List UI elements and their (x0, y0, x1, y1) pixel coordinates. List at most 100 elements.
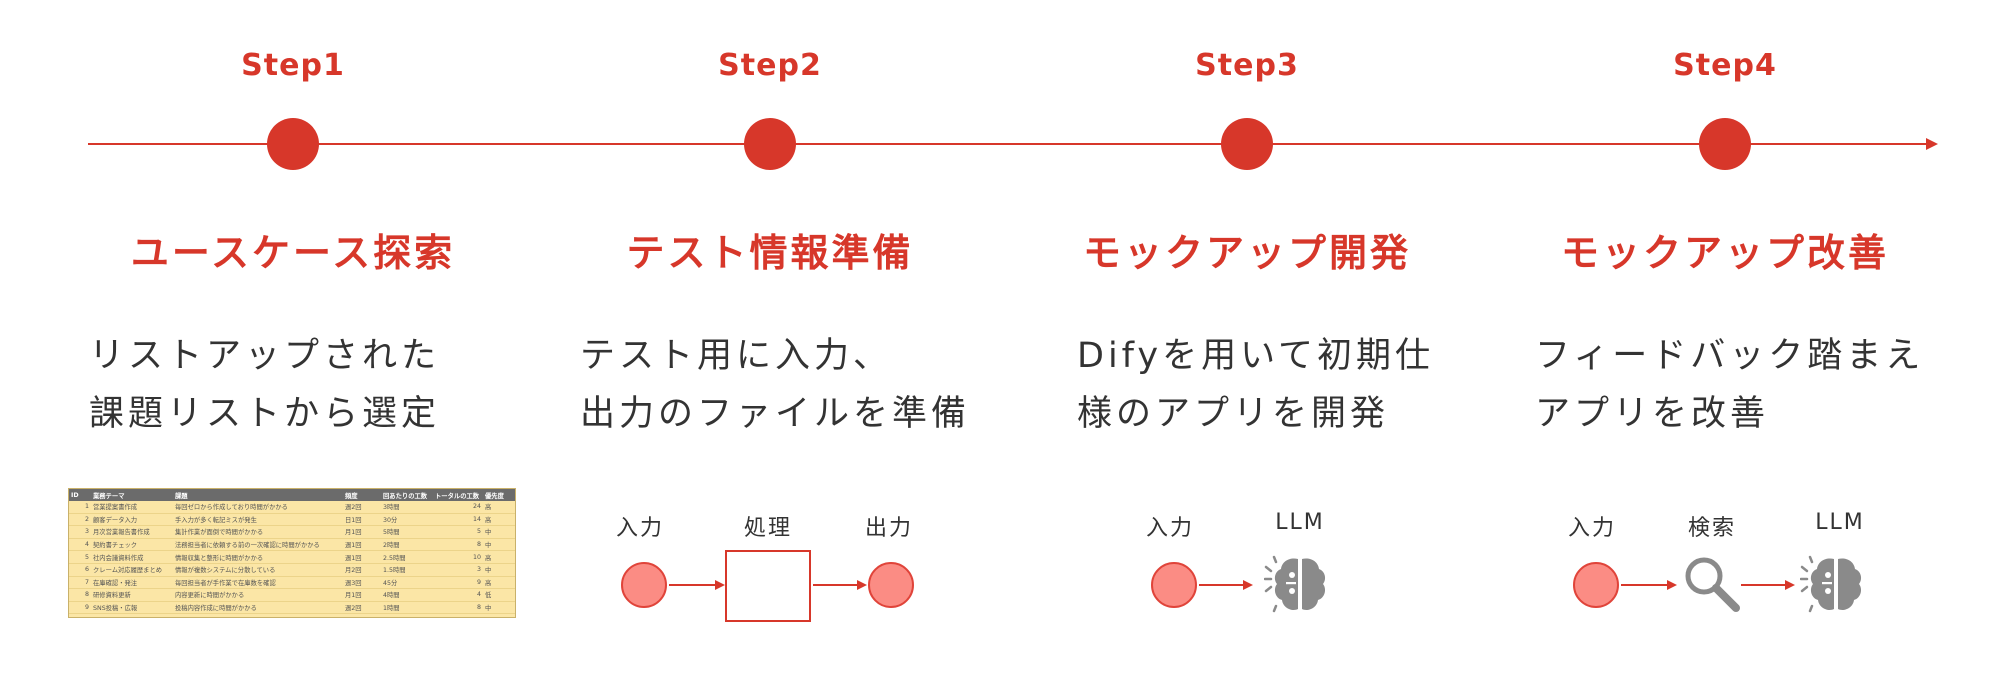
table-cell: 45分 (381, 576, 433, 590)
arrowhead (1785, 580, 1795, 590)
table-cell: 3 (433, 563, 483, 577)
step1-title: ユースケース探索 (130, 231, 456, 275)
step1-desc-line1: リストアップされた (89, 336, 441, 376)
step1-label: Step1 (241, 48, 345, 83)
table-cell: 中 (483, 538, 515, 552)
step2-output-node (868, 562, 914, 608)
table-cell: 情報が複数システムに分散している (173, 563, 343, 577)
table-cell: 月1回 (343, 525, 381, 539)
table-cell: 月2回 (343, 613, 381, 617)
step4-title: モックアップ改善 (1560, 231, 1889, 275)
step2-dot (744, 118, 796, 170)
table-cell: 中 (483, 613, 515, 617)
table-cell: 手入力が多く転記ミスが発生 (173, 513, 343, 527)
ai-brain-icon (1264, 555, 1326, 613)
table-cell: クレーム対応履歴まとめ (91, 563, 173, 577)
table-cell: 高 (483, 576, 515, 590)
step2-title: テスト情報準備 (626, 231, 914, 275)
step1-desc-line2: 課題リストから選定 (89, 394, 441, 434)
table-cell: 手動検索に依存しており漏れがある (173, 613, 343, 617)
table-row: 10市場動向調査手動検索に依存しており漏れがある月2回2時間4中 (69, 613, 515, 617)
table-cell: 高 (483, 550, 515, 564)
table-cell: 1 (69, 501, 91, 514)
table-cell: 4時間 (381, 588, 433, 602)
table-cell: 顧客データ入力 (91, 513, 173, 527)
table-header: ID (69, 489, 91, 501)
step3-input-node (1151, 562, 1197, 608)
table-cell: 6 (69, 563, 91, 577)
table-cell: 契約書チェック (91, 538, 173, 552)
table-cell: 内容更新に時間がかかる (173, 588, 343, 602)
step1-description: リストアップされた 課題リストから選定 (89, 327, 440, 443)
step4-input-label: 入力 (1567, 516, 1616, 541)
table-cell: 14 (433, 513, 483, 527)
table-cell: 9 (433, 576, 483, 590)
step3-input-label: 入力 (1145, 516, 1194, 541)
step2-input-node (621, 562, 667, 608)
table-cell: 中 (483, 563, 515, 577)
table-cell: 3時間 (381, 501, 433, 514)
table-cell: 月1回 (343, 588, 381, 602)
table-cell: 24 (433, 501, 483, 514)
table-cell: 10 (69, 613, 91, 617)
step4-desc-line2: アプリを改善 (1535, 394, 1770, 434)
table-cell: 法務担当者に依頼する前の一次確認に時間がかかる (173, 538, 343, 552)
table-cell: 週2回 (343, 501, 381, 514)
table-header: 頻度 (343, 489, 381, 501)
step3-title: モックアップ開発 (1082, 231, 1411, 275)
table-cell: 週1回 (343, 550, 381, 564)
table-cell: 10 (433, 550, 483, 564)
timeline-arrowhead (1926, 138, 1938, 150)
table-cell: 3 (69, 525, 91, 539)
table-cell: 市場動向調査 (91, 613, 173, 617)
table-cell: 低 (483, 588, 515, 602)
table-header: 業務テーマ (91, 489, 173, 501)
step4-label: Step4 (1673, 48, 1777, 83)
arrowhead (1667, 580, 1677, 590)
step2-label: Step2 (718, 48, 822, 83)
arrowhead (1243, 580, 1253, 590)
step2-desc-line2: 出力のファイルを準備 (580, 394, 971, 434)
table-cell: 営業提案書作成 (91, 501, 173, 514)
step4-llm-label: LLM (1815, 510, 1865, 535)
arrowhead (715, 580, 725, 590)
step3-description: Difyを用いて初期仕 様のアプリを開発 (1077, 327, 1434, 443)
table-cell: 9 (69, 601, 91, 615)
step2-desc-line1: テスト用に入力、 (580, 336, 893, 376)
table-cell: 集計作業が面倒で時間がかかる (173, 525, 343, 539)
table-cell: 情報収集と整形に時間がかかる (173, 550, 343, 564)
step2-process-label: 処理 (743, 516, 792, 541)
table-cell: 4 (69, 538, 91, 552)
step2-output-label: 出力 (864, 516, 913, 541)
table-cell: 2時間 (381, 538, 433, 552)
step2-input-label: 入力 (615, 516, 664, 541)
table-cell: 8 (433, 601, 483, 615)
table-cell: SNS投稿・広報 (91, 601, 173, 615)
step3-desc-line1: Difyを用いて初期仕 (1077, 336, 1435, 376)
table-cell: 中 (483, 525, 515, 539)
table-cell: 5 (69, 550, 91, 564)
table-cell: 2 (69, 513, 91, 527)
step3-llm-label: LLM (1275, 510, 1325, 535)
table-cell: 8 (69, 588, 91, 602)
table-cell: 月次営業報告書作成 (91, 525, 173, 539)
table-cell: 1.5時間 (381, 563, 433, 577)
step4-dot (1699, 118, 1751, 170)
step3-desc-line2: 様のアプリを開発 (1077, 394, 1390, 434)
step1-dot (267, 118, 319, 170)
step3-dot (1221, 118, 1273, 170)
table-cell: 1時間 (381, 601, 433, 615)
table-cell: 社内会議資料作成 (91, 550, 173, 564)
